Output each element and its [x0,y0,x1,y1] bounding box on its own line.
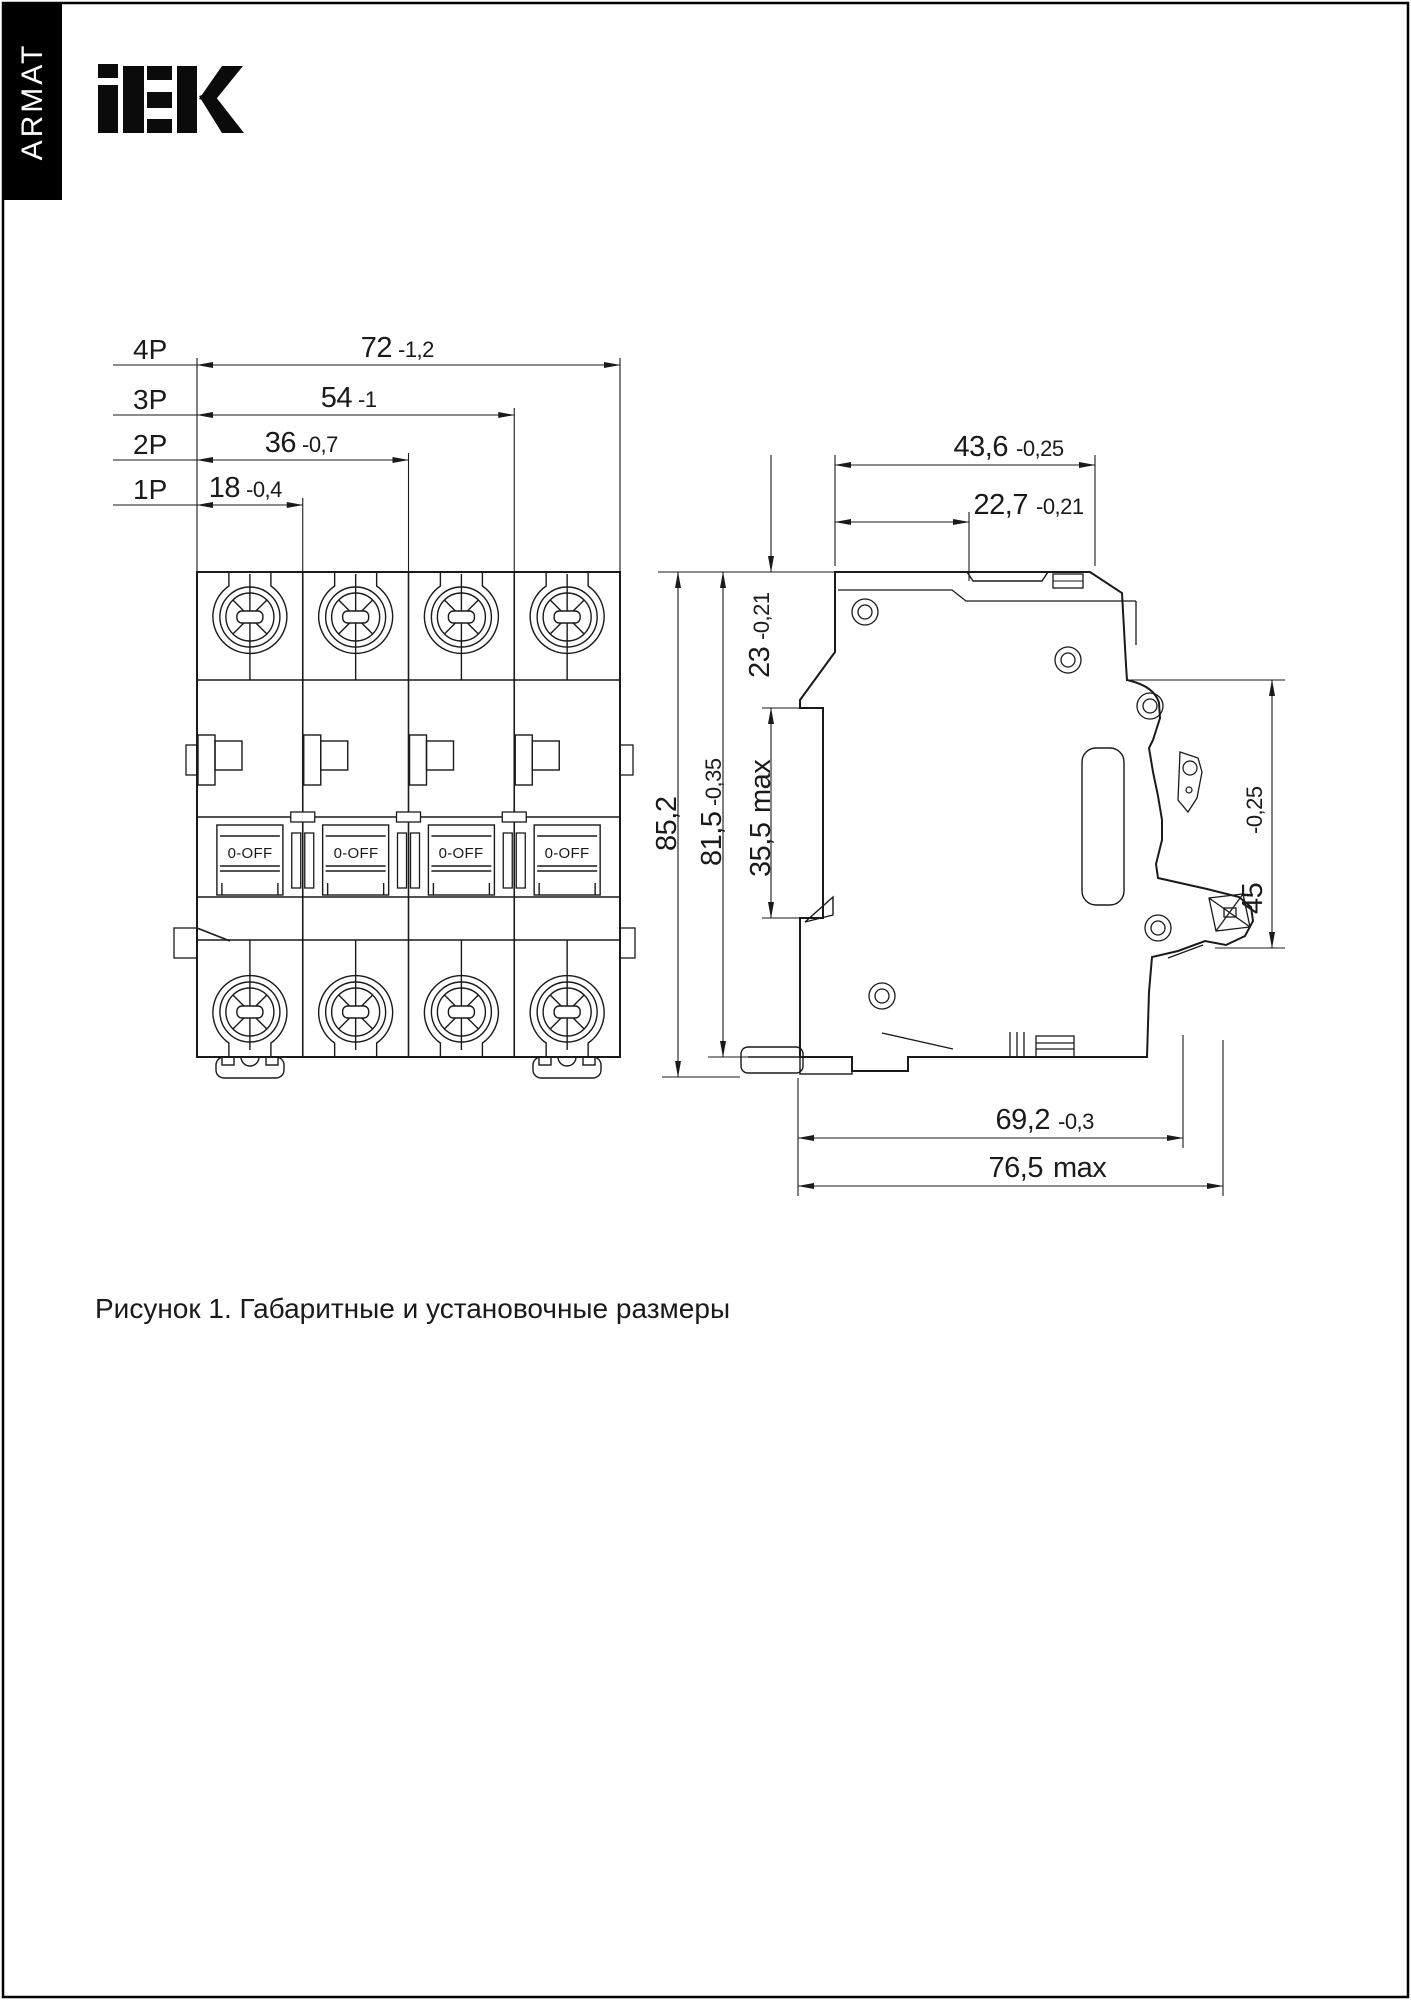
dim-tolerance: -0,25 [1242,786,1267,834]
dim-label: 4P [133,334,167,365]
dim-max-depth: 76,5 max [797,1152,1224,1189]
side-view [740,571,1255,1075]
dim-label: 3P [133,384,167,415]
dim-suffix: max [1053,1152,1107,1184]
front-view: 0-OFF 0-OFF 0-OFF 0-OFF [173,571,636,1079]
terminal-clamp-screw [1167,893,1251,959]
toggle-label-4: 0-OFF [545,845,590,862]
dim-top-to-rail: 23 -0,21 [744,455,776,678]
dim-overall-height: 85,2 [651,571,683,1078]
front-dimensions: 4P 72 -1,2 3P 54 -1 2P 36 -0,7 1P 18 -0,… [113,332,621,572]
dim-tolerance: -0,7 [302,432,338,457]
dim-label: 2P [133,429,167,460]
dim-value: 45 [1237,883,1269,914]
dim-value: 43,6 [954,431,1008,463]
dim-depth: 43,6 -0,25 [834,431,1096,468]
toggle-label-3: 0-OFF [439,845,484,862]
dim-tolerance: -0,25 [1016,436,1064,461]
dim-value: 36 [265,427,296,459]
dim-value: 22,7 [974,489,1028,521]
dim-2p: 2P 36 -0,7 [113,427,409,463]
dim-value: 72 [361,332,392,364]
dim-tolerance: -0,3 [1058,1109,1094,1134]
dim-1p: 1P 18 -0,4 [113,472,304,508]
dim-suffix: max [745,759,777,813]
dim-tolerance: -0,21 [1036,494,1084,519]
dim-value: 69,2 [996,1104,1050,1136]
dim-value: 54 [321,382,353,414]
dim-value: 18 [209,472,240,504]
dim-front-height: 45 -0,25 [1237,679,1275,949]
dim-rail-to-front: 22,7 -0,21 [834,489,1084,525]
lever-recess [1081,747,1125,906]
dim-depth-to-terminal: 69,2 -0,3 [797,1104,1184,1141]
dim-value: 23 [744,647,776,678]
dim-tolerance: -0,35 [701,758,726,806]
dim-value: 85,2 [651,797,683,851]
dim-label: 1P [133,474,167,505]
armat-bar [3,3,62,200]
dim-tolerance: -0,21 [749,592,774,640]
dim-body-height: 81,5 -0,35 [696,571,728,1058]
dim-tolerance: -1 [358,387,377,412]
dim-3p: 3P 54 -1 [113,382,515,418]
dim-tolerance: -0,4 [246,477,282,502]
toggle-label-2: 0-OFF [334,845,379,862]
figure-caption: Рисунок 1. Габаритные и установочные раз… [95,1293,730,1324]
din-clip-front [215,1056,602,1079]
toggle-label-1: 0-OFF [228,845,273,862]
dim-4p: 4P 72 -1,2 [113,332,621,368]
dim-rail-channel: 35,5 max [745,707,777,919]
dim-value: 35,5 [745,823,777,877]
iek-logo [98,64,244,133]
armat-label: ARMAT [16,43,49,161]
dim-value: 81,5 [696,812,728,866]
armat-sidebar: ARMAT [3,3,62,200]
dim-value: 76,5 [989,1152,1043,1184]
rivets [851,598,1172,1010]
dim-tolerance: -1,2 [398,337,434,362]
side-dimensions: 43,6 -0,25 22,7 -0,21 23 -0,21 35,5 max [651,431,1285,1196]
